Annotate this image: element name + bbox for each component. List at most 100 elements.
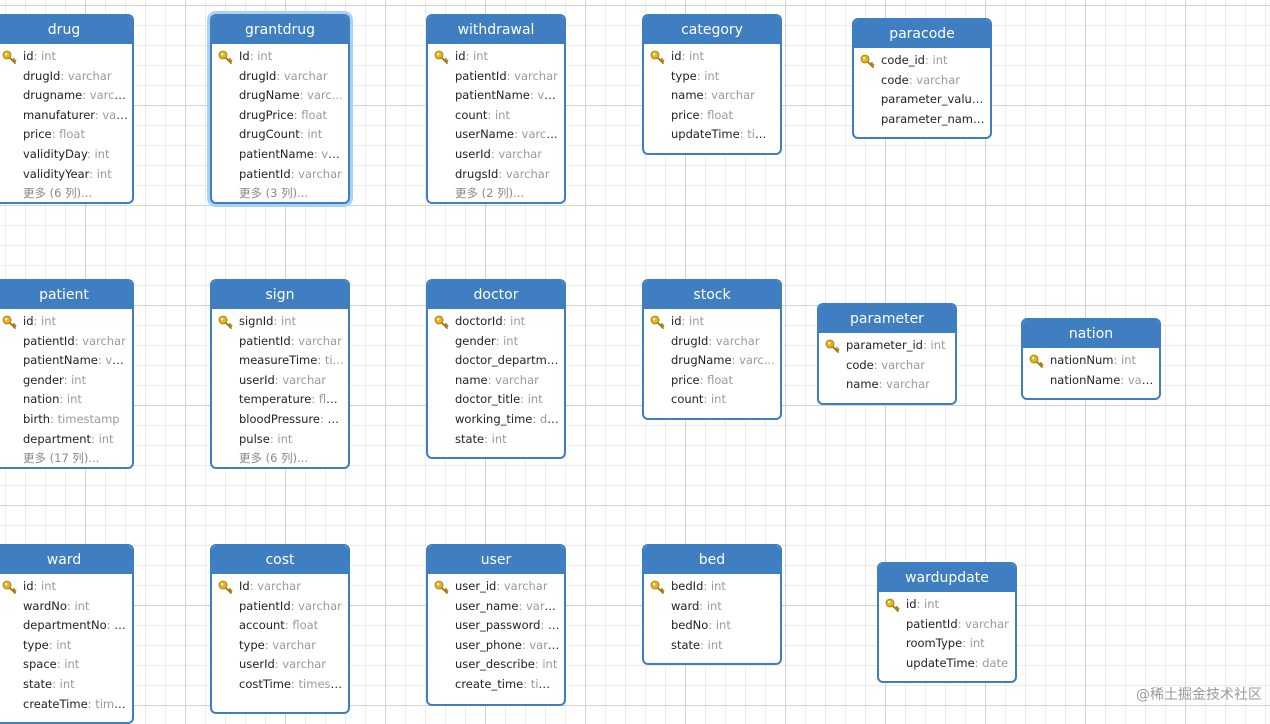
field-row[interactable]: parameter_name...	[854, 110, 990, 130]
field-row[interactable]: price: float	[671, 107, 733, 122]
table-title[interactable]: bed	[644, 546, 780, 574]
field-row[interactable]: space: int	[23, 657, 80, 672]
field-row[interactable]: createTime: time...	[23, 696, 132, 711]
table-title[interactable]: wardupdate	[879, 564, 1015, 592]
field-row[interactable]: user_phone: varc...	[455, 637, 564, 652]
field-row[interactable]: patientId: varchar	[239, 166, 342, 181]
field-row[interactable]: updateTime: tim...	[671, 127, 778, 142]
field-row[interactable]: count: int	[455, 107, 510, 122]
field-row[interactable]: gender: int	[23, 372, 87, 387]
field-row[interactable]: validityDay: int	[23, 146, 110, 161]
field-row[interactable]: account: float	[239, 618, 319, 633]
field-row[interactable]: working_time: da...	[455, 411, 564, 426]
field-row[interactable]: user_password: v...	[455, 618, 564, 633]
field-row[interactable]: state: int	[671, 637, 723, 652]
primary-key-field[interactable]: id: int	[879, 595, 1015, 615]
table-title[interactable]: stock	[644, 281, 780, 309]
field-row[interactable]: userId: varchar	[239, 657, 327, 672]
field-row[interactable]: bloodPressure: v...	[239, 411, 345, 426]
field-row[interactable]: gender: int	[455, 333, 519, 348]
primary-key-field[interactable]: id: int	[428, 47, 564, 67]
field-row[interactable]: nationName: var...	[1050, 372, 1157, 387]
field-row[interactable]: state: int	[455, 431, 507, 446]
field-row[interactable]: drugId: varchar	[239, 68, 328, 83]
field-row[interactable]: costTime: timest...	[239, 676, 346, 691]
field-row[interactable]: birth: timestamp	[23, 411, 120, 426]
field-row[interactable]: patientName: va...	[23, 353, 131, 368]
primary-key-field[interactable]: id: int	[0, 577, 132, 597]
field-row[interactable]: doctor_title: int	[455, 392, 543, 407]
field-row[interactable]: userId: varchar	[239, 372, 327, 387]
field-row[interactable]: patientId: varchar	[906, 616, 1009, 631]
primary-key-field[interactable]: doctorId: int	[428, 312, 564, 332]
field-row[interactable]: patientId: varchar	[23, 333, 126, 348]
field-row[interactable]: patientId: varchar	[239, 598, 342, 613]
field-row[interactable]: pulse: int	[239, 431, 293, 446]
primary-key-field[interactable]: id: int	[644, 312, 780, 332]
field-row[interactable]: wardNo: int	[23, 598, 90, 613]
field-row[interactable]: drugName: varc...	[671, 353, 775, 368]
primary-key-field[interactable]: code_id: int	[854, 51, 990, 71]
field-row[interactable]: type: int	[23, 637, 72, 652]
field-row[interactable]: drugId: varchar	[23, 68, 112, 83]
field-row[interactable]: price: float	[671, 372, 733, 387]
table-title[interactable]: parameter	[819, 305, 955, 333]
field-row[interactable]: user_name: varch...	[428, 597, 564, 617]
field-row[interactable]: patientId: varchar	[239, 333, 342, 348]
field-row[interactable]: updateTime: date	[906, 655, 1009, 670]
field-row[interactable]: patientId: varchar	[455, 68, 558, 83]
more-columns-link[interactable]: 更多 (6 列)...	[23, 186, 93, 201]
field-row[interactable]: create_time: time...	[428, 675, 564, 695]
field-row[interactable]: userName: varchar	[455, 127, 564, 142]
table-title[interactable]: nation	[1023, 320, 1159, 348]
primary-key-field[interactable]: id: int	[0, 312, 132, 332]
field-row[interactable]: name: varchar	[671, 88, 755, 103]
table-title[interactable]: patient	[0, 281, 132, 309]
field-row[interactable]: drugsId: varchar	[455, 166, 550, 181]
field-row[interactable]: drugId: varchar	[671, 333, 760, 348]
table-title[interactable]: drug	[0, 16, 132, 44]
field-row[interactable]: patientName: va...	[239, 146, 347, 161]
primary-key-field[interactable]: id: int	[644, 47, 780, 67]
more-columns-link[interactable]: 更多 (2 列)...	[455, 186, 525, 201]
field-row[interactable]: bedNo: int	[671, 618, 731, 633]
field-row[interactable]: name: varchar	[455, 372, 539, 387]
field-row[interactable]: code: varchar	[881, 72, 960, 87]
field-row[interactable]: doctor_department:	[428, 351, 564, 371]
more-columns-link[interactable]: 更多 (6 列)...	[239, 451, 309, 466]
field-row[interactable]: price: float	[23, 127, 85, 142]
field-row[interactable]: roomType: int	[906, 636, 985, 651]
field-row[interactable]: validityYear: int	[23, 166, 112, 181]
table-title[interactable]: cost	[212, 546, 348, 574]
more-columns-link[interactable]: 更多 (17 列)...	[23, 451, 100, 466]
primary-key-field[interactable]: Id: varchar	[212, 577, 348, 597]
table-title[interactable]: paracode	[854, 20, 990, 48]
primary-key-field[interactable]: bedId: int	[644, 577, 780, 597]
field-row[interactable]: ward: int	[671, 598, 722, 613]
field-row[interactable]: user_describe: int	[455, 657, 558, 672]
primary-key-field[interactable]: nationNum: int	[1023, 351, 1159, 371]
field-row[interactable]: departmentNo: int	[23, 618, 130, 633]
field-row[interactable]: parameter_values...	[854, 90, 990, 110]
field-row[interactable]: drugName: varc...	[239, 88, 343, 103]
field-row[interactable]: drugCount: int	[239, 127, 323, 142]
field-row[interactable]: userId: varchar	[455, 146, 543, 161]
primary-key-field[interactable]: Id: int	[212, 47, 348, 67]
field-row[interactable]: count: int	[671, 392, 726, 407]
table-title[interactable]: user	[428, 546, 564, 574]
field-row[interactable]: department: int	[23, 431, 114, 446]
table-title[interactable]: sign	[212, 281, 348, 309]
primary-key-field[interactable]: user_id: varchar	[428, 577, 564, 597]
